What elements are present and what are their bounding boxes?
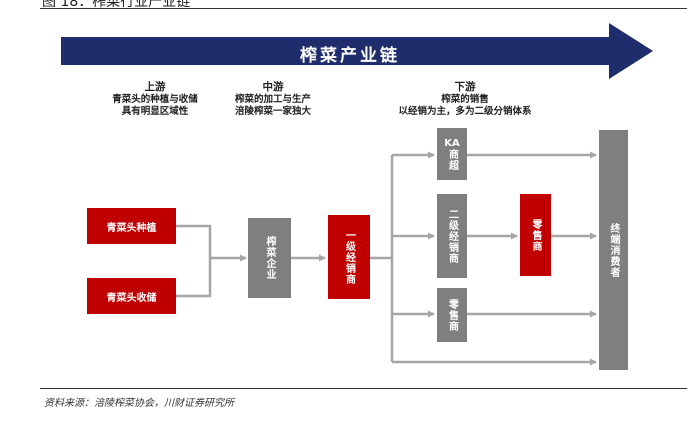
stage-upstream-line-2: 具有明显区域性	[121, 106, 189, 117]
source-note: 资料来源：涪陵榨菜协会，川财证券研究所	[44, 398, 234, 409]
box-planting: 青菜头种植	[87, 208, 176, 244]
banner-arrow	[61, 23, 653, 79]
bottom-rule	[40, 388, 687, 389]
stage-midstream: 中游 榨菜的加工与生产 涪陵榨菜一家独大	[208, 81, 338, 119]
box-ka-supermarket: KA 商超	[437, 128, 467, 180]
box-secondary-distributor: 二级经销商	[437, 194, 467, 278]
box-primary-distributor-label: 一级经销商	[343, 229, 355, 285]
box-secondary-distributor-label: 二级经销商	[446, 208, 458, 264]
top-rule	[40, 8, 687, 9]
box-storage: 青菜头收储	[87, 278, 176, 314]
stage-upstream: 上游 青菜头的种植与收储 具有明显区域性	[80, 81, 230, 119]
box-enterprise-label: 榨菜企业	[264, 236, 275, 280]
connector-planting	[176, 224, 212, 258]
stage-downstream-name: 下游	[454, 81, 476, 93]
box-retailer-bottom: 零售商	[437, 288, 467, 342]
stage-midstream-line-2: 涪陵榨菜一家独大	[234, 106, 311, 117]
box-retailer-mid: 零售商	[520, 194, 551, 276]
box-retailer-bottom-label: 零售商	[446, 298, 458, 332]
stage-upstream-line-1: 青菜头的种植与收储	[112, 93, 198, 105]
box-enterprise: 榨菜企业	[248, 218, 291, 298]
box-ka-suffix: 商超	[446, 148, 458, 171]
box-ka-prefix: KA	[444, 137, 460, 149]
stage-midstream-line-1: 榨菜的加工与生产	[234, 93, 311, 105]
banner-title: 榨菜产业链	[300, 46, 400, 66]
stage-downstream: 下游 榨菜的销售 以经销为主，多为二级分销体系	[365, 81, 565, 119]
box-consumer: 终端消费者	[599, 130, 628, 370]
box-retailer-mid-label: 零售商	[530, 218, 541, 252]
stage-upstream-name: 上游	[144, 81, 166, 93]
box-consumer-label: 终端消费者	[608, 222, 619, 278]
figure-title: 图 18：榨菜行业产业链	[42, 0, 191, 10]
box-primary-distributor: 一级经销商	[328, 215, 370, 299]
stage-downstream-line-1: 榨菜的销售	[441, 93, 489, 105]
stage-downstream-line-2: 以经销为主，多为二级分销体系	[398, 106, 532, 117]
stage-midstream-name: 中游	[262, 81, 284, 93]
connector-storage	[176, 258, 212, 298]
